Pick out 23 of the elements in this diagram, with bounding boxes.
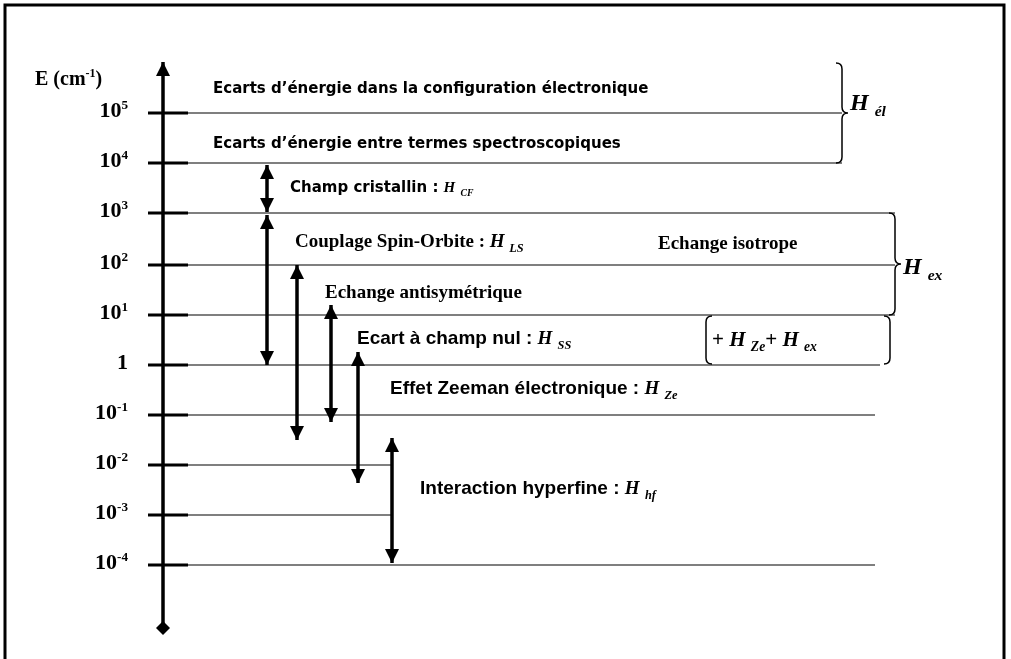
tick-label: 10$^{5}$ — [99, 97, 128, 123]
tick-label: 10$^{2}$ — [99, 249, 128, 275]
hamiltonian-label: + H $_{Ze}$+ H $_{ex}$ — [712, 327, 817, 355]
tick-label: 10$^{-4}$ — [95, 549, 128, 575]
range-label: Ecarts d’énergie entre termes spectroscopiques — [213, 134, 621, 152]
range-label: Effet Zeeman électronique : H $_{Ze}$ — [390, 377, 678, 403]
tick-label: 10$^{3}$ — [99, 197, 128, 223]
tick-label: 10$^{-2}$ — [95, 449, 128, 475]
hamiltonian-label: H $_{ex}$ — [903, 253, 943, 283]
tick-label: 10$^{-1}$ — [95, 399, 128, 425]
tick-label: 10$^{1}$ — [99, 299, 128, 325]
range-label: Ecart à champ nul : H $_{SS}$ — [357, 327, 572, 353]
range-label: Interaction hyperfine : H $_{hf}$ — [420, 477, 656, 503]
range-label: Ecarts d’énergie dans la configuration électronique — [213, 79, 649, 97]
range-label: Echange antisymétrique — [325, 281, 522, 303]
tick-label: 1 — [117, 349, 128, 375]
tick-label: 10$^{-3}$ — [95, 499, 128, 525]
range-label: Echange isotrope — [658, 232, 798, 254]
axis-title: E (cm$^{-1}$) — [35, 67, 103, 89]
tick-label: 10$^{4}$ — [99, 147, 128, 173]
range-label: Couplage Spin-Orbite : H $_{LS}$ — [295, 230, 524, 256]
hamiltonian-label: H $_{él}$ — [850, 89, 886, 119]
range-label: Champ cristallin : H $_{CF}$ — [290, 179, 474, 199]
